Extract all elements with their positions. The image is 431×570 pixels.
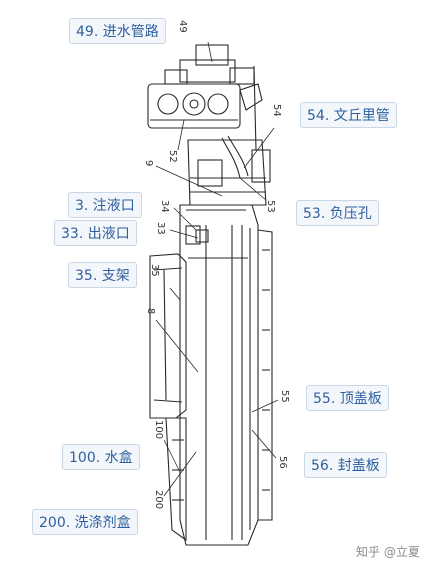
callout-3-fill-port: 3. 注液口 bbox=[68, 192, 142, 218]
part-number-54: 54 bbox=[271, 104, 282, 117]
part-number-35: 35 bbox=[149, 264, 160, 277]
callout-53-negative-pressure-hole: 53. 负压孔 bbox=[296, 200, 379, 226]
part-number-49: 49 bbox=[177, 20, 188, 33]
callout-33-outlet-port: 33. 出液口 bbox=[54, 220, 137, 246]
watermark: 知乎 @立夏 bbox=[356, 545, 420, 559]
part-number-200: 200 bbox=[153, 490, 164, 510]
callout-56-seal-cover: 56. 封盖板 bbox=[304, 452, 387, 478]
bracket bbox=[149, 253, 187, 419]
part-number-8: 8 bbox=[145, 308, 156, 315]
dispenser-body bbox=[179, 204, 273, 546]
callout-200-detergent-box: 200. 洗涤剂盒 bbox=[32, 509, 138, 535]
part-number-100: 100 bbox=[153, 420, 164, 440]
callout-100-water-box: 100. 水盒 bbox=[62, 444, 140, 470]
water-box bbox=[165, 417, 187, 542]
callout-35-bracket: 35. 支架 bbox=[68, 262, 137, 288]
callout-55-top-cover: 55. 顶盖板 bbox=[306, 385, 389, 411]
part-number-33: 33 bbox=[155, 222, 166, 235]
part-number-56: 56 bbox=[277, 456, 288, 469]
part-number-9: 9 bbox=[143, 160, 154, 167]
callout-49-inlet-pipe: 49. 进水管路 bbox=[69, 18, 166, 44]
part-number-55: 55 bbox=[279, 390, 290, 403]
venturi-section bbox=[187, 135, 271, 206]
part-number-53: 53 bbox=[265, 200, 276, 213]
inlet-pipe-assembly bbox=[147, 44, 263, 151]
part-number-52: 52 bbox=[167, 150, 178, 163]
callout-54-venturi: 54. 文丘里管 bbox=[300, 102, 397, 128]
leader-lines bbox=[155, 41, 279, 497]
part-number-34: 34 bbox=[159, 200, 170, 213]
